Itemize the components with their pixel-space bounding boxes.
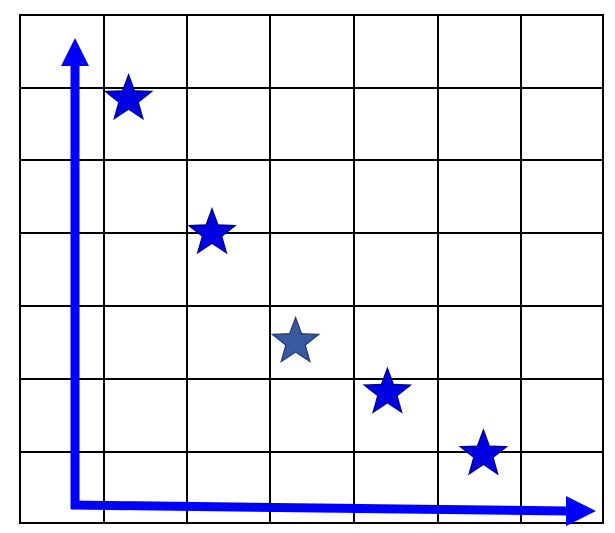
y-axis-arrowhead [61, 38, 89, 66]
grid-border [19, 14, 604, 524]
star-icon [187, 206, 237, 255]
x-axis-arrowhead [566, 496, 596, 526]
grid [19, 14, 604, 524]
axes [61, 38, 596, 526]
stars [103, 72, 509, 476]
star-icon [458, 428, 509, 476]
star-icon [362, 366, 413, 414]
x-axis-line [70, 500, 569, 516]
star-icon [103, 72, 154, 121]
star-icon [270, 315, 321, 364]
